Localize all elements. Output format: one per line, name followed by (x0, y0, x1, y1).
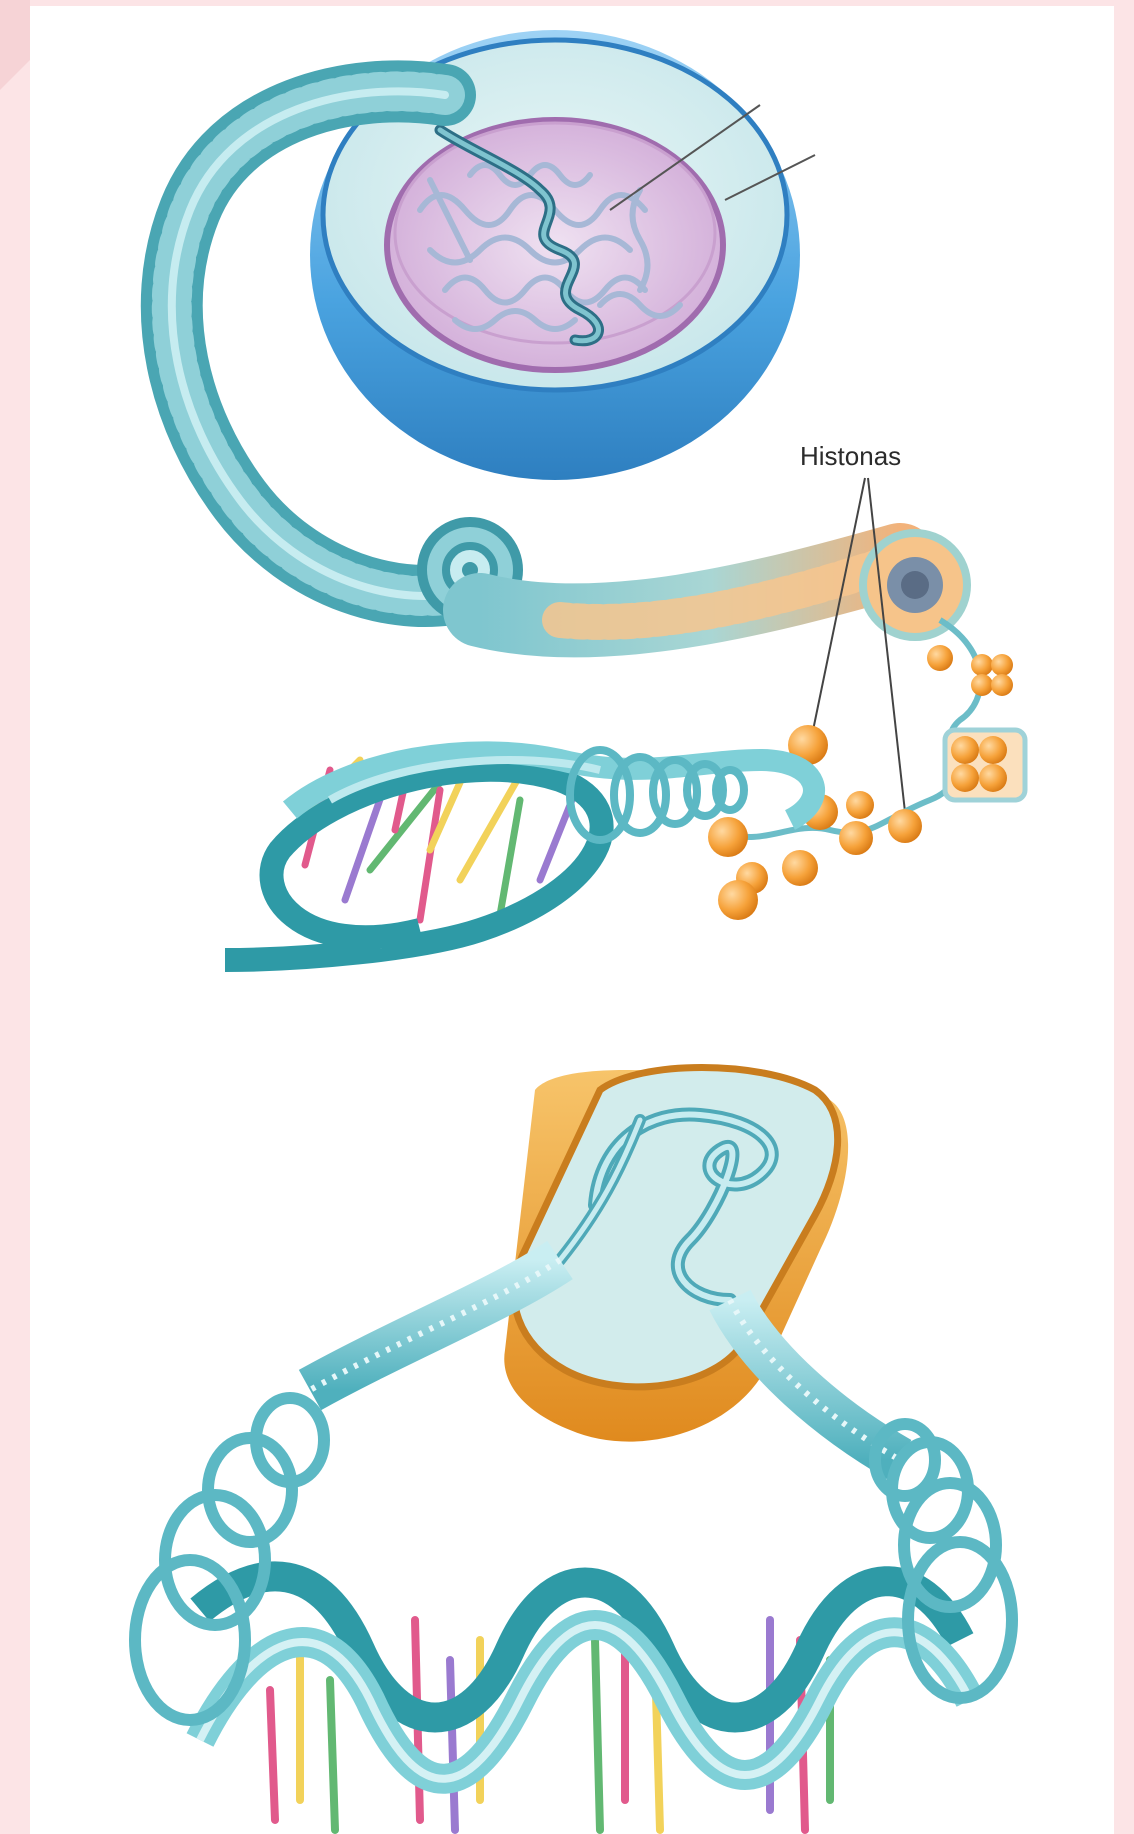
histone-octamer (945, 730, 1025, 800)
histones-label: Histonas (800, 441, 901, 471)
corner-decoration (0, 0, 30, 90)
